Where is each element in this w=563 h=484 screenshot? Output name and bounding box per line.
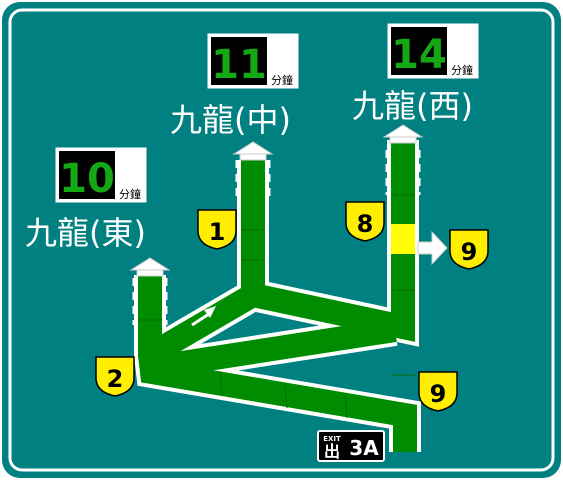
route-shield-number: 8 <box>357 210 374 238</box>
timer-central-unit: 分鐘 <box>271 73 293 87</box>
timer-east-minutes: 10 <box>59 156 115 202</box>
route-shield-number: 9 <box>430 380 447 408</box>
arrow-up-icon <box>382 124 424 144</box>
route-shield-8: 8 <box>345 201 385 242</box>
destination-label-west: 九龍(西) <box>352 87 473 125</box>
timer-central-minutes: 11 <box>211 42 267 88</box>
route-shield-9-main: 9 <box>418 371 458 412</box>
exit-panel: EXIT 出 3A <box>317 430 385 462</box>
destination-label-east: 九龍(東) <box>25 214 146 252</box>
road-network <box>132 140 421 452</box>
arrow-up-icon <box>129 257 171 277</box>
direction-arrow-icon <box>191 306 216 327</box>
congestion-segment <box>391 224 415 254</box>
route-shield-number: 9 <box>461 238 478 266</box>
timer-west-unit: 分鐘 <box>451 63 473 77</box>
route-shield-2: 2 <box>95 356 135 397</box>
route-shield-number: 1 <box>209 218 226 246</box>
exit-number: 3A <box>349 436 379 460</box>
exit-glyph: 出 <box>324 442 340 461</box>
timer-west-minutes: 14 <box>391 32 447 78</box>
arrow-up-icon <box>232 141 274 161</box>
timer-east-unit: 分鐘 <box>119 187 141 201</box>
timer-east: 10 分鐘 <box>55 147 147 203</box>
timer-central: 11 分鐘 <box>207 33 299 89</box>
route-shield-1: 1 <box>197 209 237 250</box>
exit-word: EXIT <box>323 435 341 443</box>
arrow-right-icon <box>417 230 448 266</box>
route-shield-9-branch: 9 <box>449 229 489 270</box>
destination-label-central: 九龍(中) <box>170 101 291 139</box>
timer-west: 14 分鐘 <box>387 23 479 79</box>
route-shield-number: 2 <box>107 365 124 393</box>
board-border <box>8 8 555 472</box>
